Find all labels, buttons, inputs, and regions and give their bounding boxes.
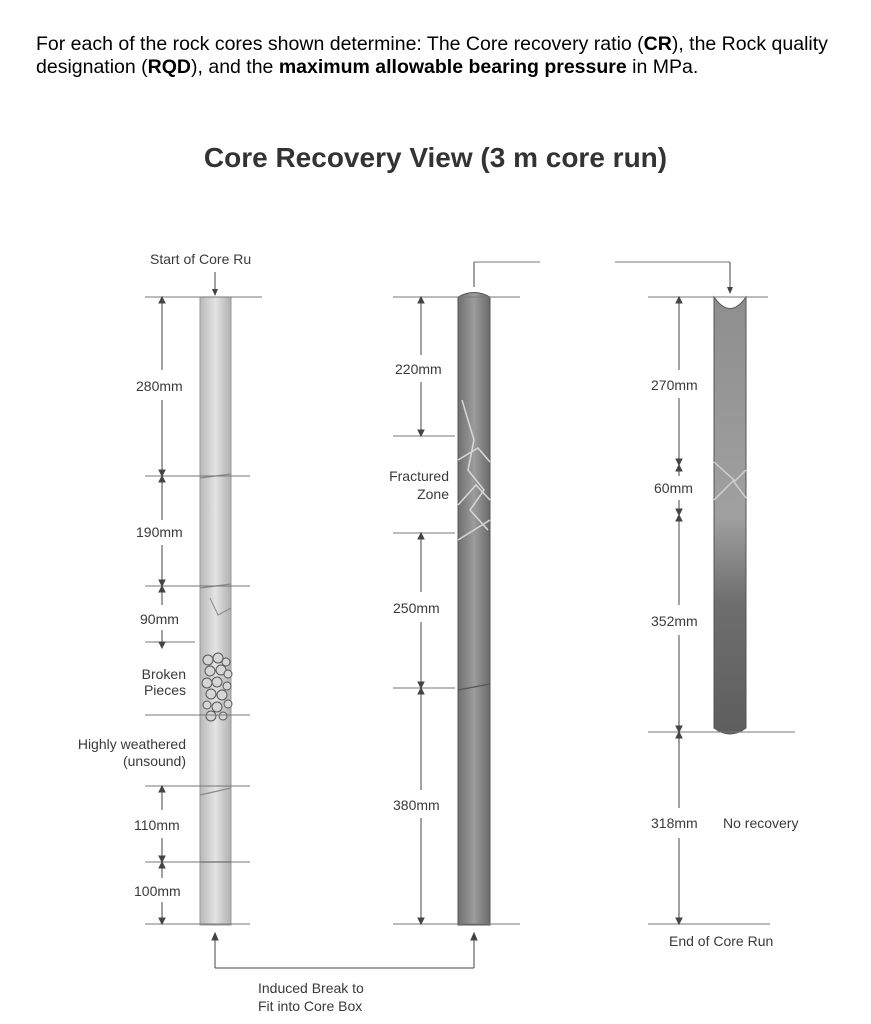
- induced-break-bracket: [211, 931, 478, 969]
- no-recovery-label: No recovery: [723, 815, 799, 831]
- broken-pieces-label-line-2: Pieces: [143, 682, 186, 698]
- question-mabp-term: maximum allowable bearing pressure: [278, 56, 627, 78]
- core-1-segment-1-length: 280mm: [136, 378, 183, 394]
- induced-break-label-line-2: Fit into Core Box: [258, 998, 363, 1014]
- diagram-title: Core Recovery View (3 m core run): [203, 142, 668, 173]
- core-3-boundaries: [648, 296, 795, 925]
- question-rqd-term: RQD: [147, 56, 192, 78]
- core-3: [615, 261, 795, 926]
- core-2-fracture: [457, 683, 491, 691]
- core-3-segment-3-length: 352mm: [651, 613, 698, 629]
- end-of-core-run-label: End of Core Run: [669, 933, 774, 949]
- core-3-body: [713, 295, 747, 735]
- core-1: [145, 272, 262, 926]
- core-1-fracture: [209, 597, 232, 616]
- weathered-label-line-2: (unsound): [122, 753, 186, 769]
- core-2-body: [457, 292, 491, 926]
- question-text: For each of the rock cores shown determi…: [36, 33, 856, 79]
- fractured-zone-label-line-1: Fractured: [389, 468, 449, 484]
- core-3-segment-4-length: 318mm: [651, 815, 698, 831]
- core-3-start-arrowhead: [727, 287, 733, 294]
- weathered-label-line-1: Highly weathered: [77, 736, 186, 752]
- core-2-segment-3-length: 380mm: [393, 797, 440, 813]
- start-of-core-run-label: Start of Core Ru: [150, 251, 252, 267]
- core-3-fracture: [713, 461, 747, 501]
- broken-pieces-label-line-1: Broken: [141, 666, 186, 682]
- fractured-zone-cracks: [457, 399, 491, 541]
- core-2-dimensions: [417, 295, 425, 926]
- core-1-segment-4-length: 110mm: [134, 817, 180, 833]
- core-1-dimensions: [158, 295, 166, 926]
- induced-break-label-line-1: Induced Break to: [258, 980, 364, 996]
- fractured-zone-label-line-2: Zone: [417, 486, 449, 502]
- question-part: ), and the: [191, 56, 279, 78]
- broken-pieces: [201, 652, 233, 722]
- core-1-segment-3-length: 90mm: [140, 611, 179, 627]
- question-part: ), the Rock quality designation (: [36, 33, 828, 78]
- core-1-fracture: [199, 787, 232, 796]
- question-part: in MPa.: [626, 56, 699, 78]
- core-2-segment-2-length: 250mm: [393, 600, 440, 616]
- core-2-segment-1-length: 220mm: [395, 361, 442, 377]
- core-1-segment-5-length: 100mm: [134, 883, 181, 899]
- core-2: [393, 261, 540, 926]
- start-arrowhead: [212, 289, 218, 296]
- core-3-dimensions: [675, 295, 683, 926]
- core-3-segment-1-length: 270mm: [651, 377, 698, 393]
- question-cr-term: CR: [643, 33, 672, 55]
- question-part: For each of the rock cores shown determi…: [36, 33, 644, 55]
- core-1-segment-2-length: 190mm: [136, 524, 183, 540]
- core-3-segment-2-length: 60mm: [654, 480, 693, 496]
- core-2-boundaries: [393, 296, 520, 925]
